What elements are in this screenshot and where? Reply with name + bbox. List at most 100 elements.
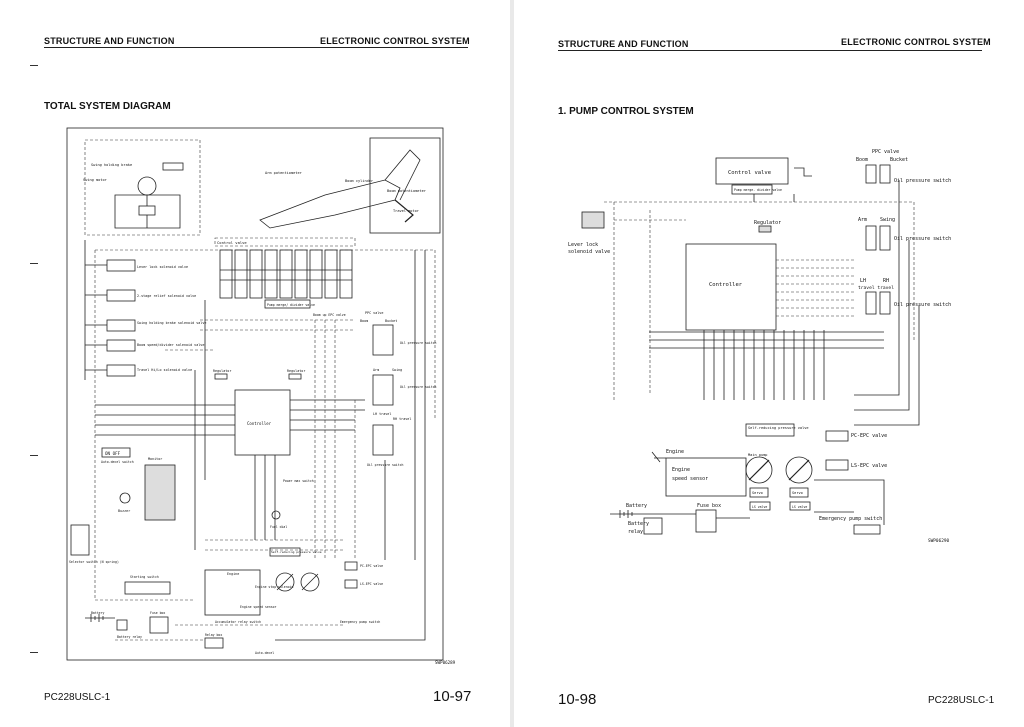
servo-a-label: Servo <box>752 491 763 495</box>
margin-mark <box>30 455 38 456</box>
pump-2-symbol <box>300 572 320 592</box>
battery-label: Battery <box>626 503 647 509</box>
figure-code: SWP06290 <box>928 538 950 544</box>
boom-speed-label: Boom speed/divider solenoid valve <box>137 343 204 347</box>
excavator-bucket <box>394 199 414 223</box>
engine-speed-2-label: speed sensor <box>672 476 708 482</box>
selector-label: Selector switch (N spring) <box>69 560 119 564</box>
right-page-number: 10-98 <box>558 691 597 708</box>
regulator-a-label: Regulator <box>213 369 231 373</box>
lever-lock-label: Lever lock solenoid valve <box>137 265 188 269</box>
regulator-b-label: Regulator <box>287 369 305 373</box>
ls-valve-b-label: LS valve <box>792 505 807 509</box>
regulator-symbol <box>758 225 772 233</box>
oil-pressure-2-label: Oil pressure switch <box>894 236 951 242</box>
main-pump-1 <box>745 456 773 484</box>
on-off-switch <box>101 447 131 458</box>
oil-pressure-3-label: Oil pressure switch <box>894 302 951 308</box>
ppc-bucket-spool <box>879 164 891 184</box>
battery-symbol <box>610 510 662 518</box>
buzzer-symbol <box>119 492 131 504</box>
left-page-number: 10-97 <box>433 688 472 705</box>
pump-1-symbol <box>275 572 295 592</box>
pump-merge-label: Pump merge- divider valve <box>734 188 782 192</box>
right-page: STRUCTURE AND FUNCTION ELECTRONIC CONTRO… <box>514 0 1024 727</box>
swing-label: Swing <box>880 217 895 223</box>
lh-label: LH <box>860 278 866 284</box>
hydraulic-lines <box>194 250 426 641</box>
left-section-title: TOTAL SYSTEM DIAGRAM <box>44 101 171 112</box>
pc-epc-symbol <box>825 430 849 442</box>
total-system-diagram: Swing holding brake Swing motor Arm pote… <box>66 127 456 665</box>
engine-label: Engine <box>227 572 239 576</box>
margin-mark <box>30 652 38 653</box>
self-reducing-valve <box>269 547 301 557</box>
swing-motor-symbol <box>137 176 157 196</box>
fuse-box-label: Fuse box <box>697 503 721 509</box>
power-max-label: Power max switch <box>283 479 314 483</box>
engine-speed-label: Engine speed sensor <box>240 605 277 609</box>
battery-relay-2-label: relay <box>628 529 643 535</box>
starting-switch-label: Starting switch <box>130 575 159 579</box>
right-section-title: 1. PUMP CONTROL SYSTEM <box>558 106 694 117</box>
controller-label: Controller <box>247 421 272 426</box>
two-stage-label: 2-stage relief solenoid valve <box>137 294 196 298</box>
fuel-dial-label: Fuel dial <box>270 525 287 529</box>
ppc-boom-spool <box>865 164 877 184</box>
buzzer-label: Buzzer <box>118 509 130 513</box>
arm-label: Arm <box>373 368 379 372</box>
engine-box <box>204 569 261 616</box>
self-reducing-label: Self-reducing pressure valve <box>271 550 322 554</box>
starting-switch-symbol <box>124 581 171 595</box>
page-gutter <box>510 0 514 727</box>
left-header-rule <box>44 47 468 48</box>
engine-label: Engine <box>666 449 684 455</box>
pump-merge-valve <box>264 299 311 309</box>
swing-holding-label: Swing holding brake solenoid valve <box>137 321 206 325</box>
control-valve-box <box>214 237 356 247</box>
auto-decel-label: Auto-decel switch <box>101 460 134 464</box>
oil-pressure-2-label: Oil pressure switch <box>400 385 437 389</box>
rh-label: RH <box>883 278 889 284</box>
bucket-label: Bucket <box>385 319 397 323</box>
right-header-chapter: ELECTRONIC CONTROL SYSTEM <box>841 37 991 47</box>
controller-box <box>234 389 291 456</box>
travel-motor-label: Travel motor <box>393 209 420 213</box>
control-valve-label: Control valve <box>728 170 771 176</box>
emergency-label: Emergency pump switch <box>340 620 380 624</box>
arm-label: Arm <box>858 217 867 223</box>
engine-stop-label: Engine stop solenoid <box>255 585 293 589</box>
lever-lock-2-label: solenoid valve <box>568 249 610 255</box>
ppc-arm-spool <box>865 225 877 251</box>
left-header-chapter: ELECTRONIC CONTROL SYSTEM <box>320 36 470 46</box>
fuel-dial-symbol <box>271 510 281 520</box>
oil-pressure-1-label: Oil pressure switch <box>894 178 951 184</box>
control-valve-label: Control valve <box>217 240 247 245</box>
boom-epc-label: Boom up EPC valve <box>313 313 346 317</box>
left-page: STRUCTURE AND FUNCTION ELECTRONIC CONTRO… <box>0 0 510 727</box>
relay-box-label: Relay box <box>205 633 222 637</box>
emergency-label: Emergency pump switch <box>819 516 882 522</box>
pump-control-diagram: PPC valve Boom Bucket Oil pressure switc… <box>568 149 951 544</box>
control-valve-spools <box>219 249 353 299</box>
controller-box <box>685 243 777 331</box>
ls-epc-symbol <box>825 459 849 471</box>
right-footer-model: PC228USLC-1 <box>928 695 995 706</box>
accumulator-label: Accumulator relay switch <box>215 620 261 624</box>
ppc-lh-travel <box>865 291 877 315</box>
controller-outputs <box>649 330 884 400</box>
ppc-valve-label: PPC valve <box>872 149 899 155</box>
lever-lock-1-label: Lever lock <box>568 242 598 248</box>
harness-lines <box>94 249 436 641</box>
ls-epc-label: LS-EPC valve <box>851 463 887 469</box>
pump-merge-label: Pump merge/ divider valve <box>267 303 315 307</box>
boom-label: Boom <box>856 157 868 163</box>
margin-mark <box>30 263 38 264</box>
control-valve-box <box>715 157 789 185</box>
battery-relay-label: Battery relay <box>117 635 142 639</box>
ppc-valve-symbol <box>372 324 394 356</box>
fuse-box-label: Fuse box <box>150 611 165 615</box>
margin-mark <box>30 65 38 66</box>
self-reducing-valve <box>745 423 795 437</box>
boom-label: Boom <box>360 319 368 323</box>
